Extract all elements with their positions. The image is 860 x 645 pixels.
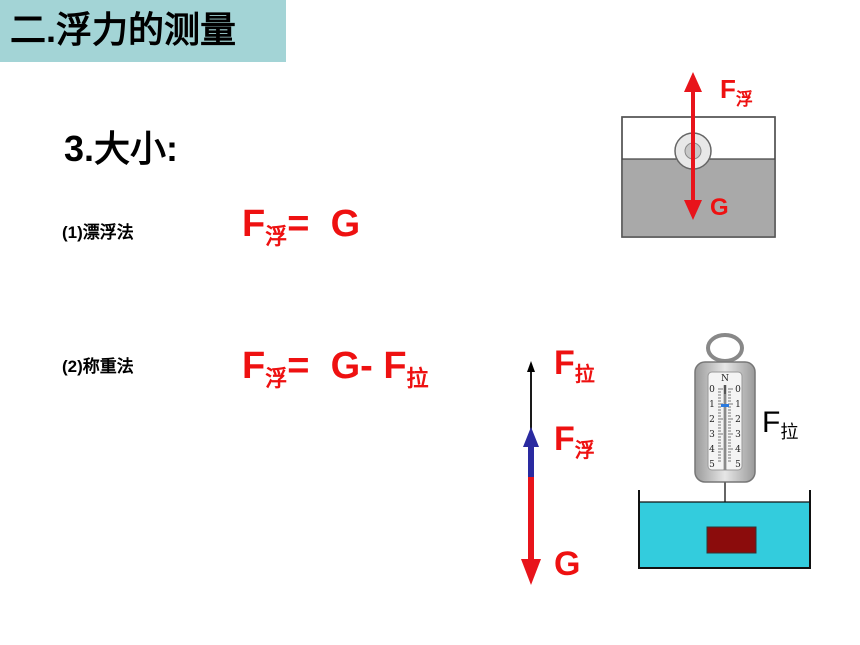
water xyxy=(622,159,775,237)
method-label-floating: (1)漂浮法 xyxy=(62,223,134,242)
scale-tick-label: 4 xyxy=(735,445,741,455)
scale-tick-label: 4 xyxy=(709,445,715,455)
scale-tick-label: 3 xyxy=(735,430,741,440)
scale-tick-label: 1 xyxy=(735,400,741,410)
buoyancy-label: F浮 xyxy=(554,420,595,463)
water-container xyxy=(638,490,811,569)
tension-arrowhead xyxy=(527,361,535,372)
formula-lhs-main: F xyxy=(242,203,266,245)
scale-tick-label: 2 xyxy=(735,415,741,425)
formula-weighing: F浮= G- F拉 xyxy=(242,344,429,401)
title-banner xyxy=(0,0,286,62)
scale-pointer xyxy=(721,404,729,407)
scale-ring xyxy=(706,333,744,363)
floating-object-diagram xyxy=(621,72,776,238)
gravity-arrowhead xyxy=(521,559,541,585)
scale-tick-label: 3 xyxy=(709,430,715,440)
scale-tick-label: 0 xyxy=(709,385,715,395)
label-main: F xyxy=(554,344,575,382)
section-heading: 3.大小: xyxy=(64,128,179,169)
spring-scale-diagram: N 0 1 2 3 4 5 0 1 2 3 4 5 xyxy=(638,333,811,569)
scale-tick-label: 0 xyxy=(735,385,741,395)
formula-floating: F浮= G xyxy=(242,202,360,259)
formula-lhs-main: F xyxy=(242,345,266,387)
formula-rhs-main: G- F xyxy=(330,345,407,387)
scale-tick-label: 2 xyxy=(709,415,715,425)
label-sub: 拉 xyxy=(780,422,799,442)
formula-equals: = xyxy=(287,203,310,245)
page-title: 二.浮力的测量 xyxy=(10,9,237,50)
float-gravity-label: G xyxy=(710,194,729,221)
scale-tension-label: F拉 xyxy=(762,406,798,444)
scale-ticks-right: 0 1 2 3 4 5 xyxy=(728,385,741,470)
gravity-arrowhead xyxy=(684,200,702,220)
label-sub: 浮 xyxy=(735,90,753,109)
float-buoyancy-label: F浮 xyxy=(720,74,753,110)
gravity-arrow xyxy=(528,477,534,562)
buoyancy-arrowhead xyxy=(523,427,539,447)
formula-rhs-main: G xyxy=(330,203,361,245)
scale-tick-label: 5 xyxy=(709,460,715,470)
scale-unit: N xyxy=(721,374,729,384)
formula-equals: = xyxy=(287,345,310,387)
label-main: F xyxy=(554,420,575,458)
buoyancy-arrow xyxy=(528,445,534,477)
tension-label: F拉 xyxy=(554,344,595,387)
scale-tick-label: 1 xyxy=(709,400,715,410)
label-main: F xyxy=(720,74,736,104)
scale-ticks-left: 0 1 2 3 4 5 xyxy=(709,385,723,470)
formula-lhs-sub: 浮 xyxy=(265,224,288,249)
scale-tick-label: 5 xyxy=(735,460,741,470)
buoyancy-arrowhead xyxy=(684,72,702,92)
formula-rhs-sub: 拉 xyxy=(406,366,429,391)
label-sub: 浮 xyxy=(574,440,595,462)
submerged-block xyxy=(706,526,757,554)
formula-lhs-sub: 浮 xyxy=(265,366,288,391)
gravity-label: G xyxy=(554,545,581,583)
force-arrows-diagram xyxy=(521,361,541,585)
label-main: F xyxy=(762,406,781,439)
label-sub: 拉 xyxy=(574,364,595,386)
method-label-weighing: (2)称重法 xyxy=(62,357,134,376)
